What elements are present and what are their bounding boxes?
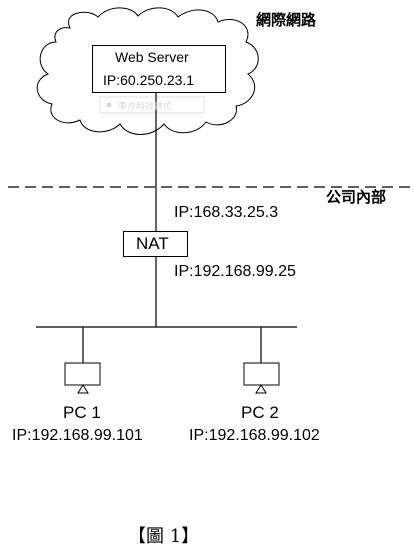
web-server-ip: IP:60.250.23.1 [103, 72, 195, 88]
pc1-icon [64, 362, 101, 386]
pc1-name: PC 1 [63, 403, 101, 422]
nat-box [123, 231, 188, 257]
web-server-box [92, 45, 226, 93]
nat-internal-ip: IP:192.168.99.25 [174, 263, 296, 280]
pc2-icon-base [255, 384, 267, 394]
pc2-ip: IP:192.168.99.102 [189, 427, 320, 444]
nat-external-ip: IP:168.33.25.3 [174, 204, 279, 221]
pc2-icon [243, 362, 280, 386]
ghost-box [99, 96, 205, 114]
nat-name: NAT [136, 234, 169, 253]
pc1-ip: IP:192.168.99.101 [12, 427, 143, 444]
figure-caption: 【圖 1】 [128, 526, 200, 547]
ghost-dot [106, 102, 112, 108]
pc2-name: PC 2 [241, 403, 279, 422]
pc1-icon-base [77, 384, 89, 394]
company-label: 公司內部 [326, 188, 387, 206]
web-server-name: Web Server [115, 49, 189, 65]
internet-label: 網際網路 [256, 11, 317, 29]
ghost-watermark-text: 東方科技數位 [118, 102, 173, 112]
